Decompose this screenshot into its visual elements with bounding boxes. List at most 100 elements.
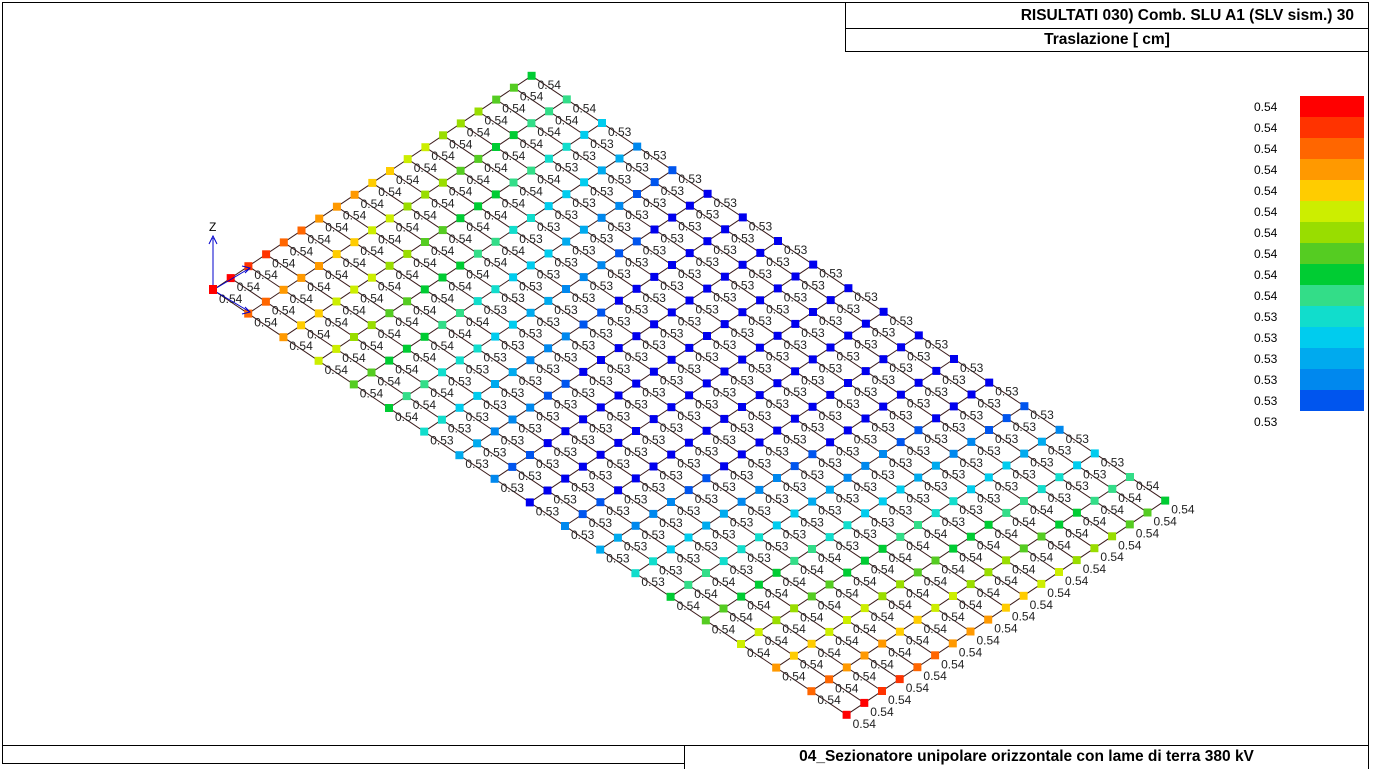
mesh-node[interactable]: [1002, 414, 1011, 423]
mesh-node[interactable]: [527, 166, 536, 175]
mesh-node[interactable]: [596, 545, 605, 554]
mesh-node[interactable]: [861, 367, 870, 376]
mesh-node[interactable]: [314, 309, 323, 318]
mesh-node[interactable]: [948, 639, 957, 648]
mesh-node[interactable]: [244, 262, 253, 271]
mesh-node[interactable]: [437, 415, 446, 424]
mesh-node[interactable]: [262, 250, 271, 259]
mesh-node[interactable]: [632, 332, 641, 341]
mesh-node[interactable]: [631, 521, 640, 530]
mesh-node[interactable]: [737, 450, 746, 459]
mesh-node[interactable]: [614, 438, 623, 447]
mesh-node[interactable]: [879, 307, 888, 316]
mesh-node[interactable]: [633, 142, 642, 151]
mesh-node[interactable]: [808, 497, 817, 506]
mesh-node[interactable]: [684, 533, 693, 542]
mesh-node[interactable]: [773, 474, 781, 482]
mesh-node[interactable]: [843, 568, 852, 577]
mesh-node[interactable]: [597, 166, 606, 175]
mesh-node[interactable]: [984, 568, 993, 577]
mesh-node[interactable]: [455, 403, 464, 412]
mesh-node[interactable]: [860, 698, 869, 707]
mesh-node[interactable]: [596, 498, 605, 507]
mesh-node[interactable]: [720, 320, 729, 329]
mesh-node[interactable]: [756, 296, 765, 305]
mesh-node[interactable]: [878, 639, 887, 648]
mesh-node[interactable]: [474, 202, 483, 211]
mesh-node[interactable]: [350, 333, 358, 341]
mesh-node[interactable]: [509, 225, 518, 234]
mesh-node[interactable]: [843, 473, 852, 482]
mesh-node[interactable]: [826, 438, 835, 447]
mesh-node[interactable]: [1143, 508, 1152, 517]
mesh-node[interactable]: [385, 261, 394, 270]
mesh-node[interactable]: [1090, 449, 1099, 458]
mesh-node[interactable]: [385, 404, 393, 412]
mesh-node[interactable]: [474, 107, 483, 116]
mesh-node[interactable]: [666, 592, 675, 601]
mesh-node[interactable]: [1037, 485, 1046, 494]
mesh-node[interactable]: [966, 627, 975, 636]
mesh-node[interactable]: [508, 320, 517, 329]
mesh-node[interactable]: [279, 333, 288, 342]
mesh-node[interactable]: [720, 414, 729, 423]
mesh-node[interactable]: [860, 556, 869, 565]
mesh-node[interactable]: [685, 201, 694, 210]
mesh-node[interactable]: [579, 225, 588, 234]
mesh-node[interactable]: [632, 284, 641, 293]
mesh-node[interactable]: [508, 462, 517, 471]
mesh-node[interactable]: [597, 261, 606, 270]
mesh-node[interactable]: [931, 603, 940, 612]
mesh-node[interactable]: [297, 226, 306, 235]
mesh-node[interactable]: [861, 319, 870, 328]
mesh-node[interactable]: [737, 640, 745, 648]
mesh-node[interactable]: [402, 344, 411, 353]
mesh-node[interactable]: [913, 663, 922, 672]
mesh-node[interactable]: [561, 379, 570, 388]
mesh-node[interactable]: [491, 237, 500, 246]
mesh-node[interactable]: [421, 238, 429, 246]
mesh-node[interactable]: [649, 415, 658, 424]
mesh-node[interactable]: [773, 379, 782, 388]
mesh-node[interactable]: [774, 237, 782, 245]
mesh-node[interactable]: [456, 261, 465, 270]
mesh-node[interactable]: [632, 237, 641, 246]
mesh-node[interactable]: [808, 355, 817, 364]
mesh-node[interactable]: [668, 261, 676, 269]
mesh-node[interactable]: [350, 238, 359, 247]
mesh-node[interactable]: [473, 249, 482, 258]
mesh-node[interactable]: [984, 520, 993, 529]
mesh-node[interactable]: [632, 427, 640, 435]
mesh-node[interactable]: [596, 450, 605, 459]
mesh-node[interactable]: [738, 355, 747, 364]
mesh-node[interactable]: [932, 366, 941, 375]
mesh-node[interactable]: [878, 544, 887, 553]
mesh-node[interactable]: [842, 663, 851, 672]
mesh-node[interactable]: [596, 403, 605, 412]
mesh-node[interactable]: [790, 556, 799, 565]
mesh-node[interactable]: [685, 391, 694, 400]
mesh-node[interactable]: [826, 296, 835, 305]
mesh-node[interactable]: [597, 356, 605, 364]
mesh-node[interactable]: [403, 297, 412, 306]
mesh-node[interactable]: [985, 426, 993, 434]
mesh-node[interactable]: [614, 296, 623, 305]
mesh-node[interactable]: [562, 142, 571, 151]
mesh-node[interactable]: [543, 439, 552, 448]
mesh-node[interactable]: [807, 639, 816, 648]
mesh-node[interactable]: [844, 379, 852, 387]
mesh-node[interactable]: [631, 569, 640, 578]
mesh-node[interactable]: [1055, 520, 1064, 529]
mesh-node[interactable]: [703, 237, 712, 246]
mesh-node[interactable]: [1055, 425, 1064, 434]
mesh-node[interactable]: [598, 119, 606, 127]
mesh-node[interactable]: [756, 248, 765, 257]
mesh-node[interactable]: [562, 190, 571, 199]
mesh-node[interactable]: [702, 474, 711, 483]
mesh-node[interactable]: [932, 414, 941, 423]
mesh-node[interactable]: [1037, 437, 1046, 446]
mesh-node[interactable]: [508, 368, 517, 377]
mesh-node[interactable]: [720, 367, 729, 376]
mesh-node[interactable]: [720, 462, 729, 471]
mesh-node[interactable]: [279, 238, 288, 247]
